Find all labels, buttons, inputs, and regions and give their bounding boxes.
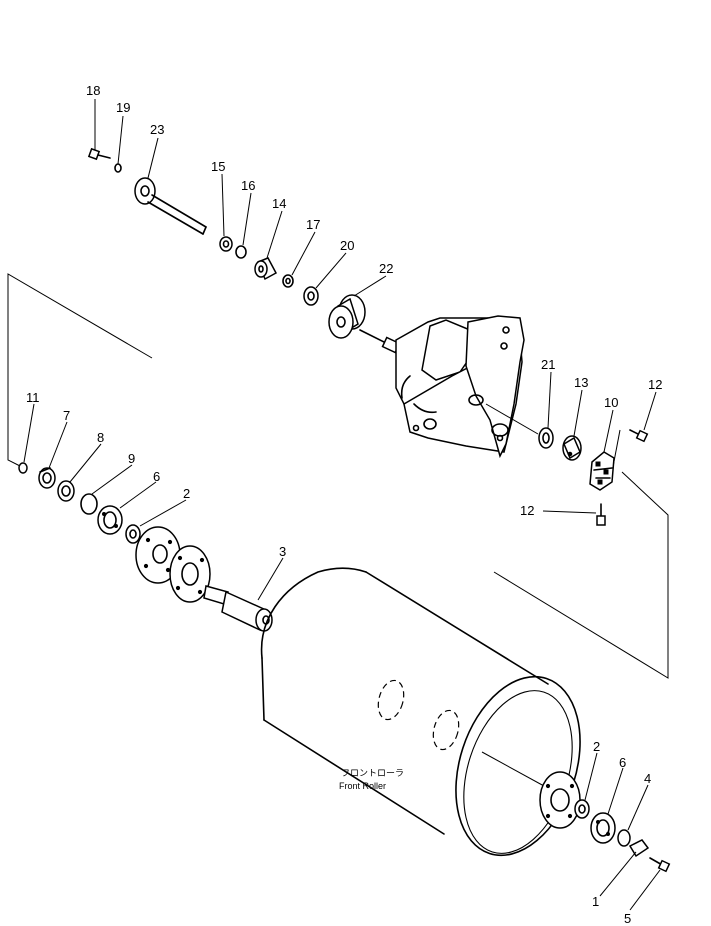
seal-21 (538, 427, 554, 449)
callout-2-left: 2 (183, 486, 190, 501)
caption-english: Front Roller (339, 781, 386, 791)
washer-4 (617, 829, 631, 847)
bearing-6-right (590, 812, 616, 844)
callout-7: 7 (63, 408, 70, 423)
bushing-8 (57, 480, 75, 502)
callout-12-upper: 12 (648, 377, 662, 392)
bearing-6-left (97, 505, 123, 535)
bolt-18 (87, 147, 111, 161)
ring-15 (219, 236, 233, 252)
caption-japanese: フロントローラ (341, 768, 404, 778)
nut-11 (18, 462, 28, 474)
callout-4: 4 (644, 771, 651, 786)
callout-3: 3 (279, 544, 286, 559)
callout-18: 18 (86, 83, 100, 98)
callout-19: 19 (116, 100, 130, 115)
o-ring-9 (80, 493, 98, 515)
washer-17 (282, 274, 294, 288)
ring-2-left (125, 524, 141, 544)
pulley-22 (328, 294, 366, 339)
washer-19 (114, 163, 122, 173)
bolt-12-lower (596, 503, 606, 526)
callout-2-right: 2 (593, 739, 600, 754)
callout-6-right: 6 (619, 755, 626, 770)
shaft-23 (134, 177, 207, 235)
callout-21: 21 (541, 357, 555, 372)
plate-1 (628, 839, 650, 858)
callout-6-left: 6 (153, 469, 160, 484)
callout-9: 9 (128, 451, 135, 466)
callout-5: 5 (624, 911, 631, 926)
callout-10: 10 (604, 395, 618, 410)
shaft-3 (203, 585, 273, 632)
callout-23: 23 (150, 122, 164, 137)
bolt-5 (649, 857, 671, 873)
flange-13 (562, 435, 582, 461)
callout-labels: 18 19 23 15 16 14 17 20 22 21 13 12 10 1… (26, 83, 662, 926)
callout-17: 17 (306, 217, 320, 232)
callout-20: 20 (340, 238, 354, 253)
end-flange (539, 771, 581, 829)
callout-1: 1 (592, 894, 599, 909)
callout-15: 15 (211, 159, 225, 174)
callout-11: 11 (26, 390, 40, 405)
snap-ring-16 (235, 245, 247, 259)
bolt-12-upper (629, 429, 649, 443)
callout-14: 14 (272, 196, 286, 211)
front-roller-drum (260, 567, 581, 857)
bearing-20 (303, 286, 319, 306)
callout-22: 22 (379, 261, 393, 276)
callout-8: 8 (97, 430, 104, 445)
hub-flange (169, 545, 211, 603)
ring-2-right (574, 799, 590, 819)
callout-12-lower: 12 (520, 503, 534, 518)
callout-13: 13 (574, 375, 588, 390)
gear-case-housing (359, 315, 539, 459)
bushing-14 (254, 257, 278, 281)
callout-16: 16 (241, 178, 255, 193)
bearing-7 (38, 467, 56, 489)
coupling-10 (589, 451, 615, 491)
front-roller-caption: フロントローラ Front Roller (339, 768, 404, 791)
callout-leaders (23, 99, 661, 911)
